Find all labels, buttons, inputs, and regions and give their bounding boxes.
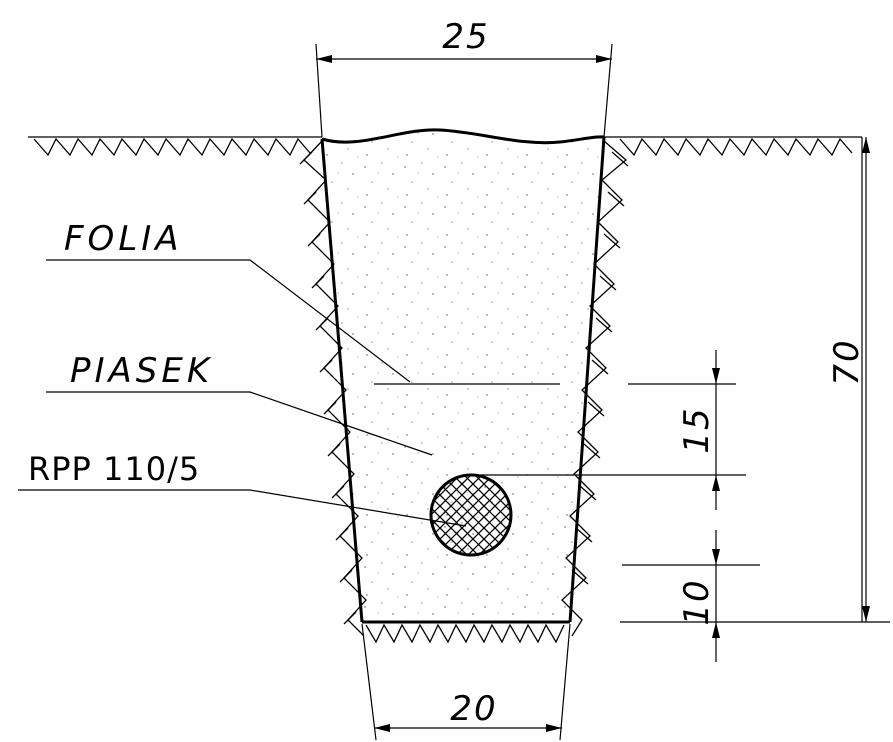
dimension-depth-label: 70 xyxy=(827,338,867,385)
dimension-top-width-label: 25 xyxy=(442,17,489,57)
folia-leader: FOLIA xyxy=(46,219,411,383)
dimension-depth: 70 xyxy=(620,137,890,623)
piasek-leader: PIASEK xyxy=(46,351,433,456)
dimension-cover-label: 15 xyxy=(677,406,717,453)
ground-hatch-left xyxy=(33,137,311,157)
sand-fill xyxy=(322,129,604,622)
dimension-bottom-width: 20 xyxy=(361,623,571,741)
pipe-label: RPP 110/5 xyxy=(28,450,200,488)
dimension-bedding-label: 10 xyxy=(677,578,717,625)
dimension-top-width: 25 xyxy=(315,17,613,138)
ground-hatch-right xyxy=(619,137,853,157)
dimension-cover: 15 xyxy=(472,350,746,510)
piasek-label: PIASEK xyxy=(70,351,213,391)
pipe-leader: RPP 110/5 xyxy=(18,450,467,527)
dimension-bottom-width-label: 20 xyxy=(450,689,497,729)
dimension-bedding: 10 xyxy=(622,530,760,662)
folia-label: FOLIA xyxy=(64,219,183,259)
pipe-circle xyxy=(429,473,513,557)
trench-bottom-hatch xyxy=(365,623,565,644)
trench-outline xyxy=(320,128,606,624)
